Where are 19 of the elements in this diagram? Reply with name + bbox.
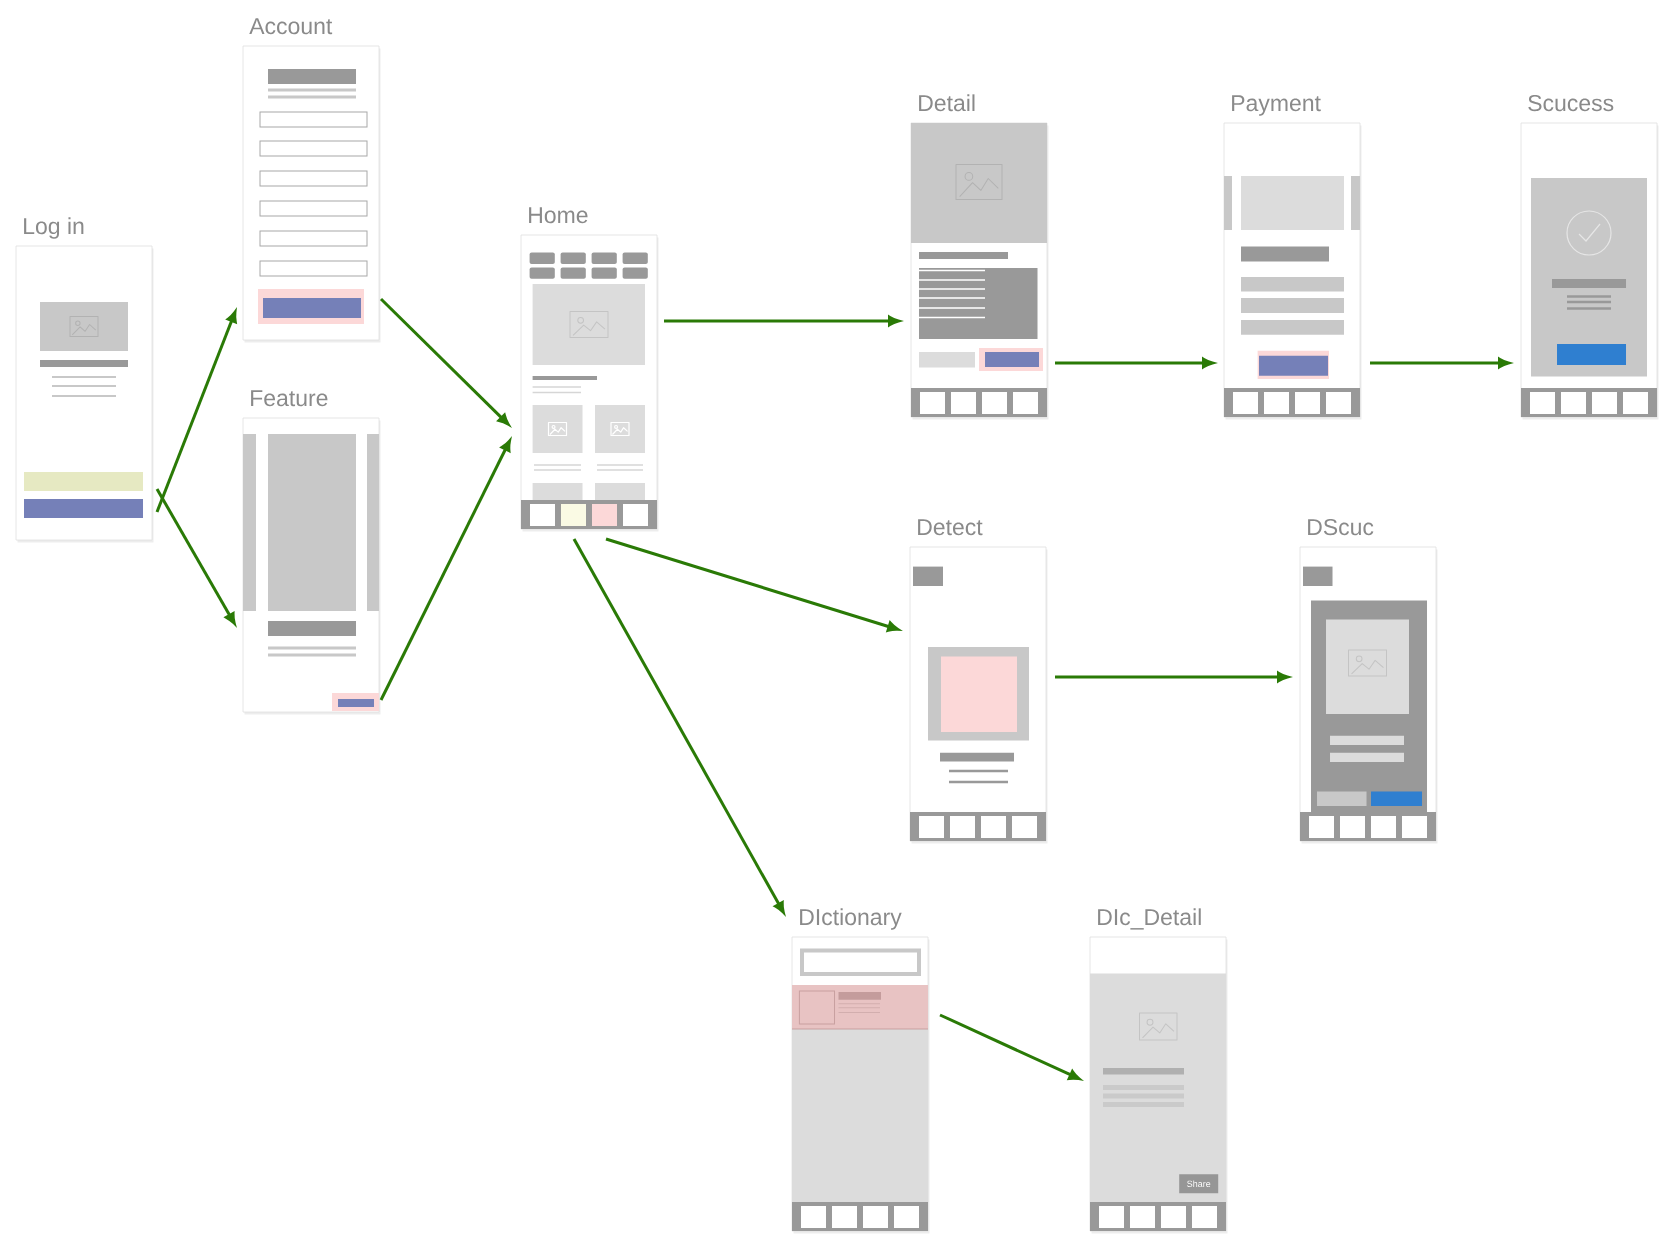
arrow	[572, 538, 785, 914]
arrow	[379, 439, 511, 701]
node-label: Home	[529, 207, 588, 224]
arrow	[605, 537, 900, 632]
node-label: Detect	[918, 519, 983, 536]
node-label: DScuc	[1308, 518, 1374, 536]
node-label: DIctionary	[800, 908, 902, 930]
arrow	[379, 297, 510, 426]
node-label: Detail	[919, 94, 975, 112]
button: Share	[1179, 1174, 1219, 1194]
arrow	[939, 1013, 1081, 1081]
arrow	[155, 488, 236, 625]
node-label: Feature	[251, 390, 328, 407]
arrow	[155, 310, 237, 513]
node-label: DIc_Detail	[1098, 908, 1201, 930]
node-label: Log in	[24, 217, 84, 239]
node-label: Payment	[1232, 95, 1321, 116]
node-label: Account	[249, 18, 333, 35]
node-label: Scucess	[1528, 94, 1614, 112]
